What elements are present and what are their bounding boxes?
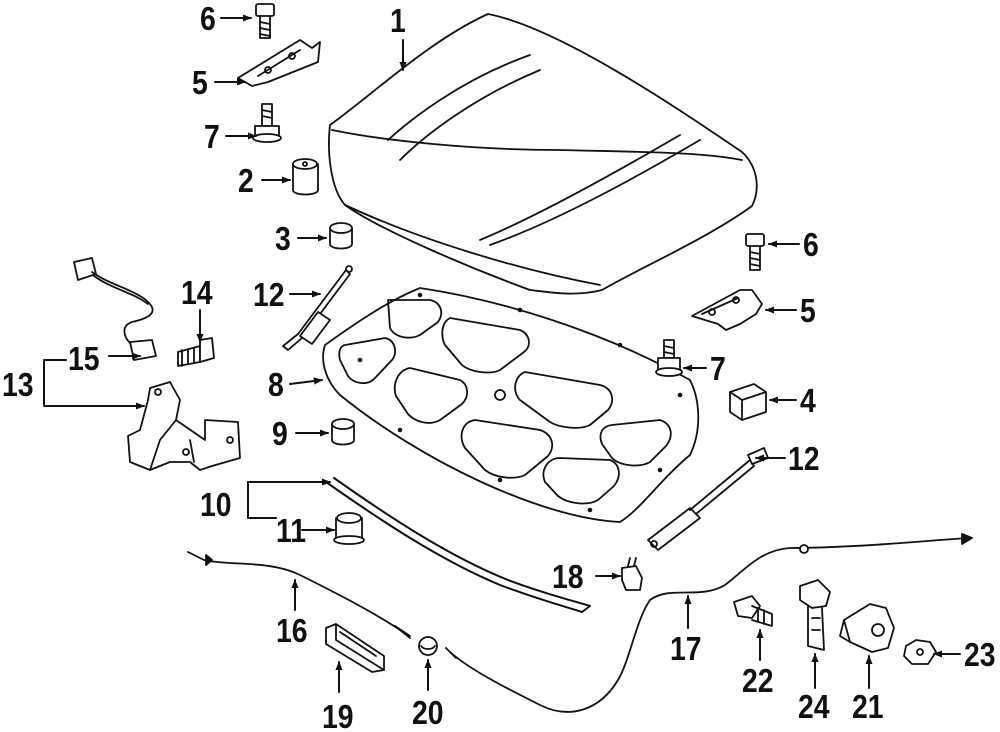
callout-8: 8 — [268, 366, 284, 403]
callout-15: 15 — [68, 340, 100, 377]
callout-12-upper: 12 — [253, 276, 285, 313]
latch-block-4 — [729, 383, 767, 421]
hinge-nut-upper — [252, 103, 282, 143]
release-handle — [325, 623, 385, 673]
hood-latch-assembly — [127, 381, 241, 471]
callout-5-upper: 5 — [192, 64, 208, 101]
nut-23 — [903, 639, 937, 665]
callout-7-right: 7 — [710, 350, 726, 387]
support-rod-clip — [799, 579, 831, 651]
callout-6-right: 6 — [803, 226, 819, 263]
callout-16: 16 — [276, 612, 308, 649]
callout-4: 4 — [800, 382, 816, 419]
release-cable-front — [187, 551, 411, 639]
callout-20: 20 — [412, 694, 444, 731]
bumper-9 — [331, 418, 355, 446]
callout-14: 14 — [181, 274, 213, 311]
bumper-3 — [329, 222, 353, 250]
callout-5-right: 5 — [800, 292, 816, 329]
callout-12-lower: 12 — [788, 440, 820, 477]
callout-21: 21 — [852, 688, 884, 725]
callout-6-upper: 6 — [200, 0, 216, 37]
callout-19: 19 — [322, 698, 354, 732]
hood-weatherstrip — [325, 477, 591, 613]
callout-11: 11 — [276, 512, 307, 549]
hinge-bolt-right — [745, 233, 765, 271]
callout-9: 9 — [272, 415, 288, 452]
callout-10: 10 — [200, 486, 232, 523]
hood-hinge-left — [237, 39, 321, 87]
clip-11 — [333, 512, 365, 545]
hood-hinge-right — [691, 289, 763, 331]
hinge-bolt-upper — [255, 3, 275, 39]
bumper-2 — [292, 158, 319, 196]
callout-2: 2 — [238, 162, 254, 199]
release-lever-21 — [839, 603, 895, 653]
callout-24: 24 — [798, 688, 830, 725]
grommet-20 — [418, 636, 438, 656]
latch-bolt-14 — [177, 337, 215, 367]
hood-panel — [328, 13, 758, 295]
callout-3: 3 — [275, 220, 291, 257]
callout-17: 17 — [670, 630, 702, 667]
bolt-22 — [733, 595, 773, 627]
leader-lines — [43, 14, 961, 693]
release-cable-main — [445, 533, 973, 713]
lift-support-upper — [282, 265, 353, 351]
hinge-nut-right — [655, 339, 683, 377]
callout-1: 1 — [390, 2, 406, 39]
callout-22: 22 — [742, 662, 774, 699]
callout-23: 23 — [964, 636, 996, 673]
hood-insulator — [322, 287, 700, 523]
callout-7-upper: 7 — [204, 118, 220, 155]
callout-18: 18 — [552, 558, 584, 595]
cable-clip-18 — [621, 557, 643, 591]
callout-13: 13 — [2, 366, 34, 403]
